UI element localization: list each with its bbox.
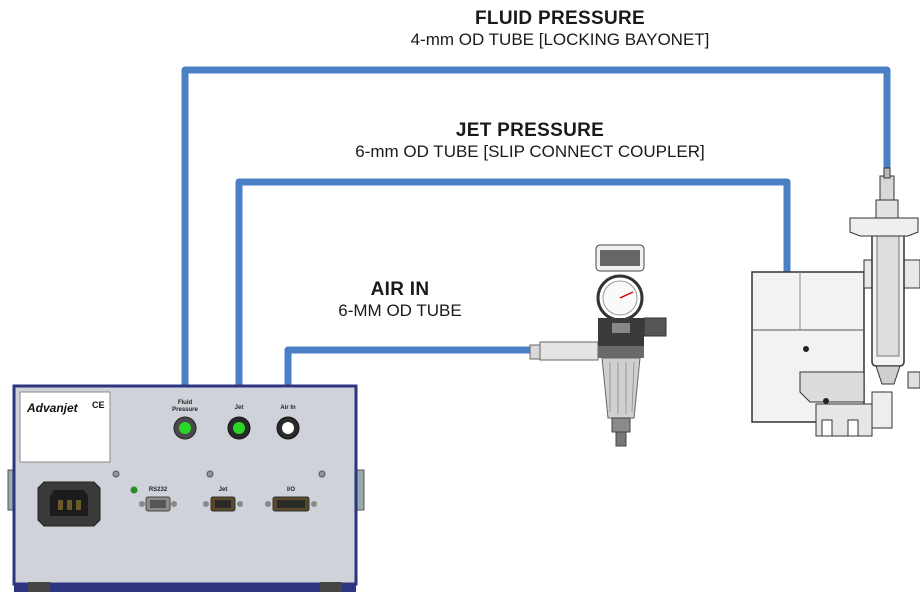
fluid-pressure-title: FLUID PRESSURE <box>475 8 645 29</box>
jet-port-label: Jet <box>234 405 244 411</box>
air-in-label: AIR IN 6-MM OD TUBE <box>305 279 495 321</box>
controller-rear-panel <box>7 384 365 592</box>
air-in-tube <box>284 346 530 392</box>
air-in-port-label: Air In <box>280 405 296 411</box>
io-connector <box>265 496 317 512</box>
tubes <box>181 66 891 392</box>
jet-pressure-subtitle: 6-mm OD TUBE [SLIP CONNECT COUPLER] <box>355 142 705 161</box>
fluid-pressure-label: FLUID PRESSURE 4-mm OD TUBE [LOCKING BAY… <box>360 8 760 50</box>
status-led <box>130 486 138 494</box>
rs232-connector <box>139 496 177 512</box>
air-in-port <box>276 416 300 440</box>
rs232-label: RS232 <box>148 487 168 493</box>
fluid-pressure-port <box>173 416 197 440</box>
jet-connector <box>203 496 243 512</box>
brand-logo: Advanjet <box>27 401 78 415</box>
jet-valve-assembly <box>751 167 920 437</box>
jet-port <box>227 416 251 440</box>
air-in-subtitle: 6-MM OD TUBE <box>338 301 462 320</box>
io-label: I/O <box>286 487 295 493</box>
fluid-pressure-port-label: Fluid Pressure <box>172 400 198 413</box>
jet-pressure-title: JET PRESSURE <box>455 120 605 141</box>
jet-connector-label: Jet <box>218 487 228 493</box>
air-in-title: AIR IN <box>370 279 430 300</box>
jet-pressure-label: JET PRESSURE 6-mm OD TUBE [SLIP CONNECT … <box>300 120 760 162</box>
filter-regulator <box>529 244 667 447</box>
fluid-pressure-tube <box>181 66 891 392</box>
ce-mark: CE <box>92 400 105 410</box>
power-inlet-icon <box>37 481 101 527</box>
fluid-pressure-subtitle: 4-mm OD TUBE [LOCKING BAYONET] <box>410 30 710 49</box>
jet-pressure-tube <box>235 178 791 392</box>
